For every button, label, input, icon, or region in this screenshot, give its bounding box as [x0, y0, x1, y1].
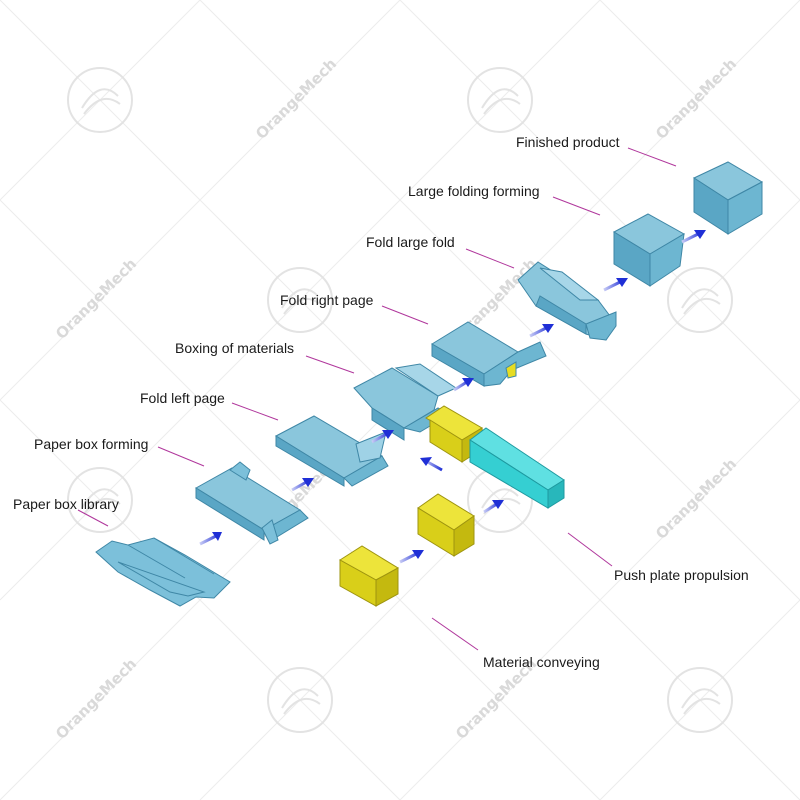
- material-block-middle: [417, 493, 475, 557]
- watermark-text: OrangeMech: [52, 655, 140, 743]
- leader-lines: [77, 147, 677, 651]
- watermark-text: OrangeMech: [252, 55, 340, 143]
- watermark-text: OrangeMech: [52, 255, 140, 343]
- label-material-conveying: Material conveying: [483, 654, 600, 670]
- arrow-left-to-boxing: [371, 430, 394, 444]
- label-paper-box-library: Paper box library: [13, 496, 119, 512]
- leader-paper-box-library: [77, 509, 109, 527]
- label-large-folding-forming: Large folding forming: [408, 183, 540, 199]
- label-fold-large-fold: Fold large fold: [366, 234, 455, 250]
- leader-large-folding-forming: [552, 196, 601, 216]
- arrow-boxing-to-right: [453, 378, 474, 392]
- arrow-material-to-push: [483, 500, 504, 514]
- leader-fold-right-page: [381, 305, 429, 325]
- arrow-push-into-carton: [420, 457, 443, 472]
- label-finished-product: Finished product: [516, 134, 620, 150]
- carton-blank: [95, 537, 231, 607]
- carton-fold-right: [431, 321, 547, 387]
- carton-fold-large: [517, 261, 617, 341]
- material-block-bottom: [339, 545, 399, 607]
- leader-finished-product: [627, 147, 677, 167]
- carton-fold-left: [274, 415, 389, 487]
- arrow-forming-to-finished: [681, 230, 706, 244]
- carton-large-folding: [612, 213, 686, 287]
- leader-fold-left-page: [231, 402, 279, 421]
- arrow-right-to-large: [529, 324, 554, 338]
- carton-finished: [692, 161, 764, 235]
- arrow-material-up: [399, 550, 424, 564]
- leader-paper-box-forming: [157, 446, 205, 467]
- leader-push-plate-propulsion: [567, 532, 613, 567]
- label-paper-box-forming: Paper box forming: [34, 436, 149, 452]
- leader-fold-large-fold: [465, 248, 515, 269]
- label-fold-left-page: Fold left page: [140, 390, 225, 406]
- leader-boxing-of-materials: [305, 355, 355, 374]
- flow-arrows: [199, 230, 706, 564]
- label-push-plate-propulsion: Push plate propulsion: [614, 567, 749, 583]
- arrow-library-to-forming: [199, 532, 222, 546]
- label-fold-right-page: Fold right page: [280, 292, 374, 308]
- carton-tube: [195, 461, 309, 545]
- watermark-text: OrangeMech: [652, 55, 740, 143]
- watermark-text: OrangeMech: [652, 455, 740, 543]
- arrow-forming-to-left: [291, 478, 314, 492]
- push-plate: [469, 427, 565, 509]
- arrow-large-to-forming: [603, 278, 628, 292]
- leader-material-conveying: [431, 617, 479, 651]
- label-boxing-of-materials: Boxing of materials: [175, 340, 295, 356]
